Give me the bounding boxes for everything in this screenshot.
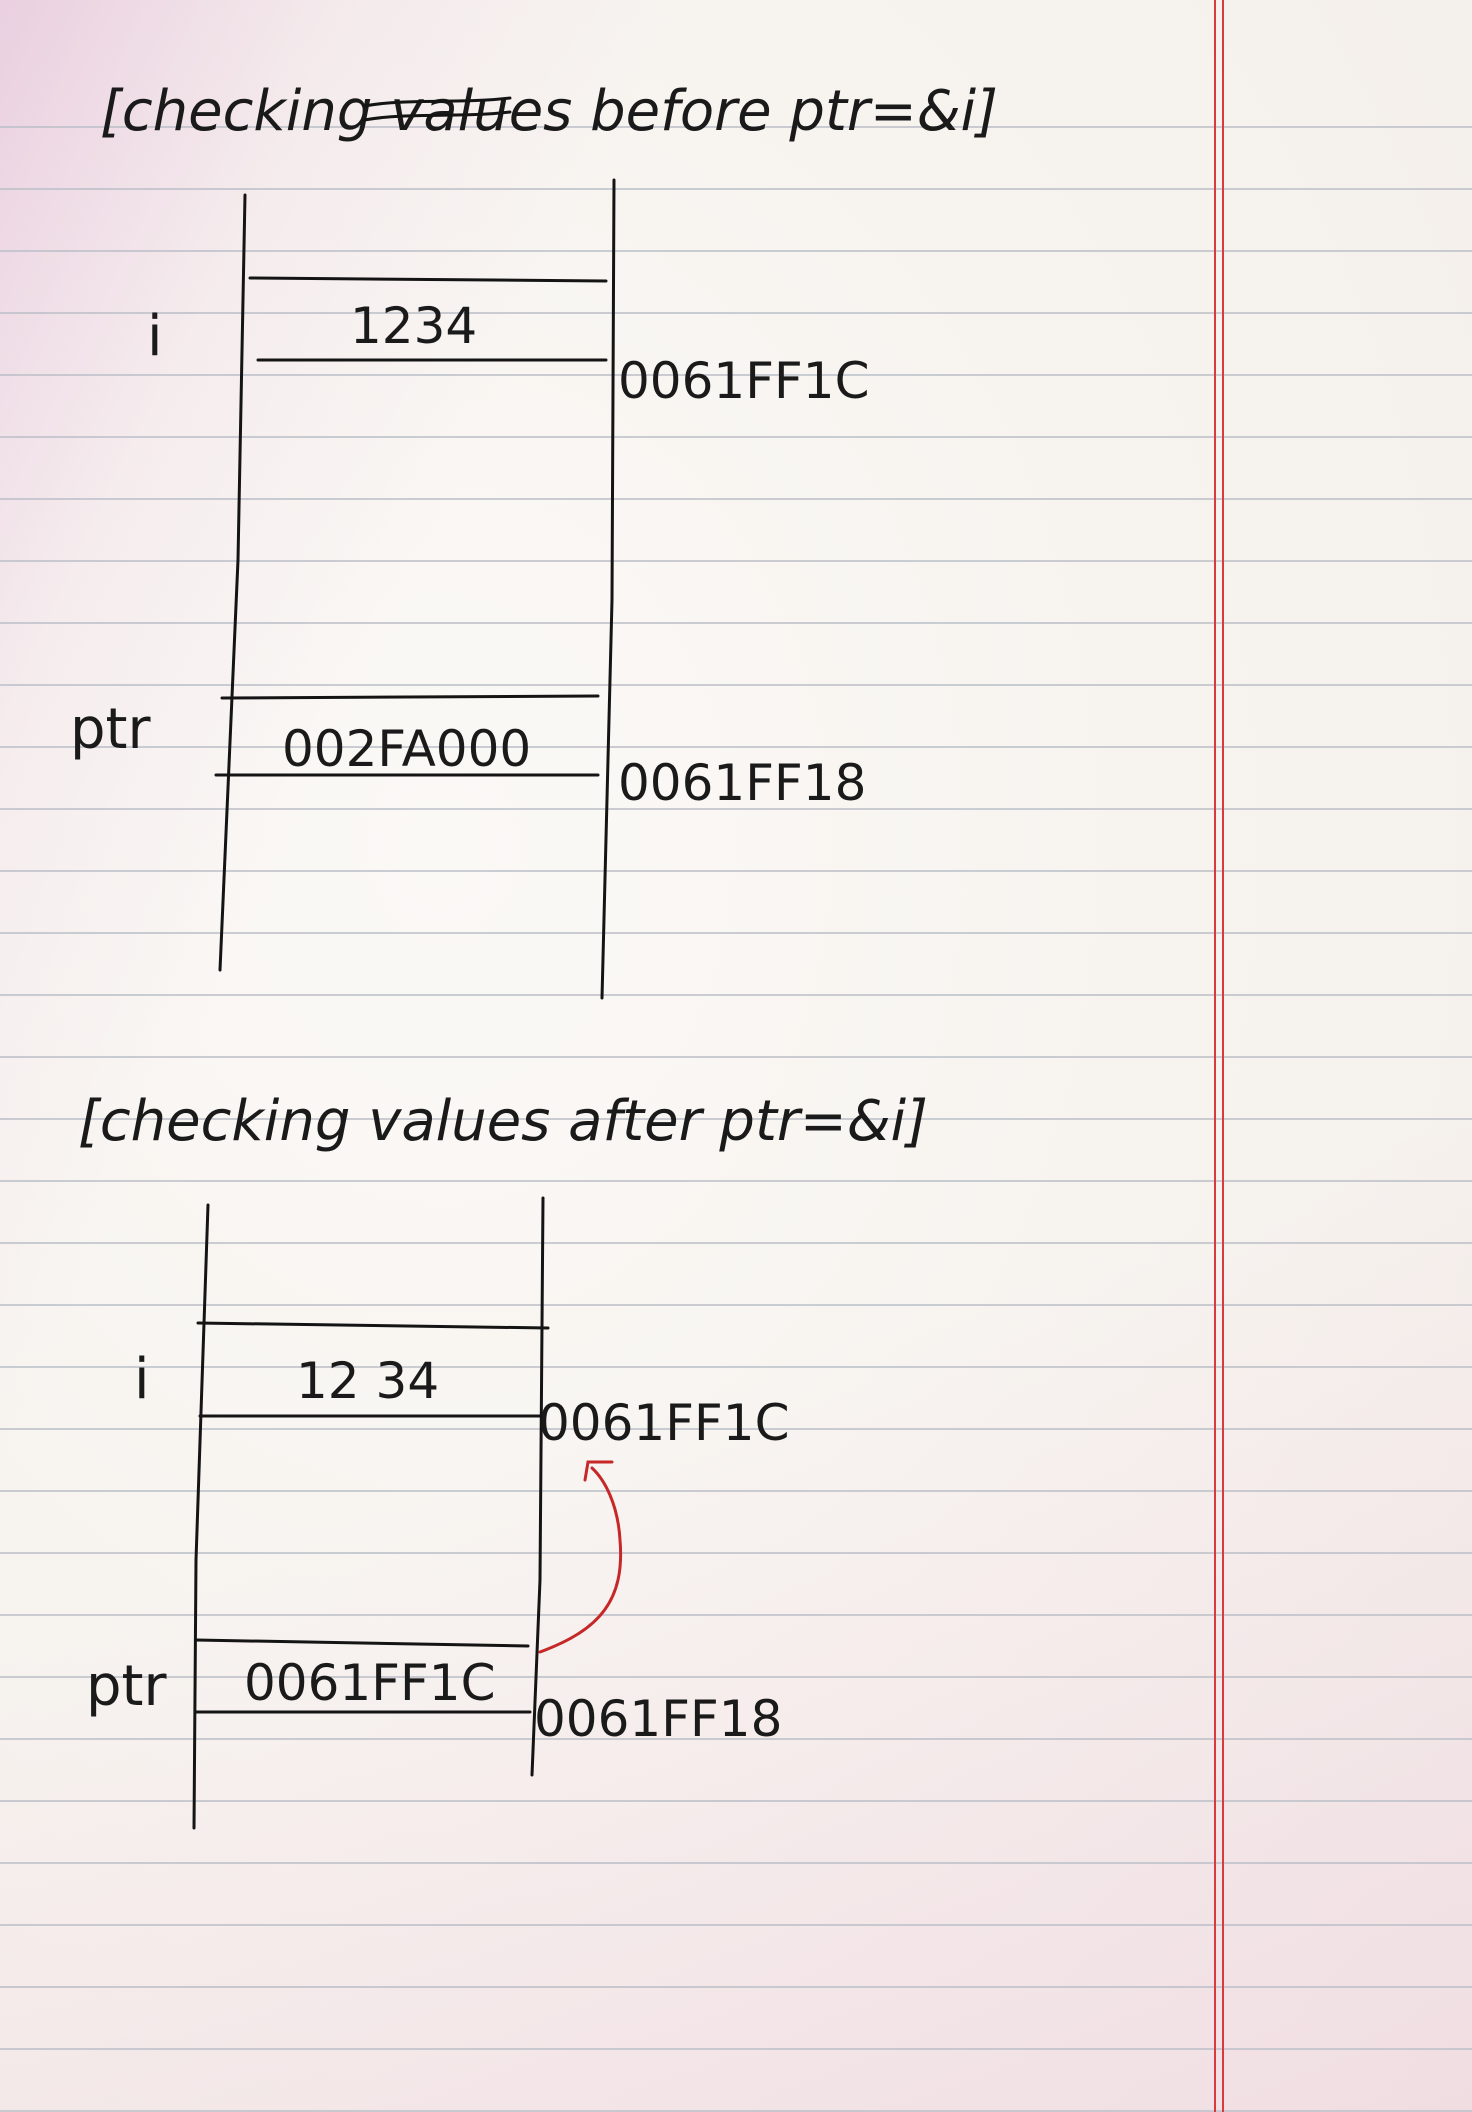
ruled-line [0,1428,1472,1430]
ruled-line [0,1924,1472,1926]
ruled-line [0,374,1472,376]
strikethrough-mark-2 [362,96,512,108]
ruled-line [0,1800,1472,1802]
ruled-line [0,932,1472,934]
after-i-cell-top [196,1321,550,1330]
pointer-arrow-head [583,1460,614,1482]
ruled-line [0,1366,1472,1368]
ruled-line [0,560,1472,562]
before-i-address: 0061FF1C [618,352,870,410]
ruled-line [0,1056,1472,1058]
ruled-line [0,498,1472,500]
ruled-line [0,622,1472,624]
before-i-cell-top [248,276,608,283]
before-column-right [600,178,616,1000]
before-ptr-cell-top [220,694,600,700]
ruled-line [0,1738,1472,1740]
ruled-line [0,126,1472,128]
after-i-label: i [134,1347,150,1412]
ruled-line [0,1180,1472,1182]
before-ptr-label: ptr [70,697,152,762]
after-column-right [530,1196,545,1777]
ruled-line [0,1676,1472,1678]
ruled-line [0,994,1472,996]
after-ptr-cell-top [194,1638,530,1648]
ruled-line [0,870,1472,872]
ruled-line [0,2110,1472,2112]
before-section: [checking values before ptr=&i] i 1234 0… [70,79,998,1000]
ruled-line [0,312,1472,314]
before-i-label: i [147,304,163,369]
after-title: [checking values after ptr=&i] [78,1089,928,1154]
ruled-line [0,1304,1472,1306]
after-ptr-value: 0061FF1C [244,1654,496,1712]
after-column-left [192,1203,210,1830]
ruled-line [0,250,1472,252]
ruled-line [0,188,1472,190]
before-ptr-address: 0061FF18 [618,754,866,812]
margin-line-left [1214,0,1216,2112]
after-ptr-address: 0061FF18 [534,1690,782,1748]
after-i-value: 12 34 [296,1352,439,1410]
ruled-line [0,1242,1472,1244]
pointer-arrow [538,1466,623,1654]
ruled-line [0,1986,1472,1988]
margin-line-right [1222,0,1224,2112]
ruled-line [0,808,1472,810]
after-i-address: 0061FF1C [538,1394,790,1452]
after-section: [checking values after ptr=&i] i 12 34 0… [78,1089,928,1830]
before-title: [checking values before ptr=&i] [100,79,998,144]
ruled-line [0,1862,1472,1864]
after-ptr-label: ptr [86,1654,168,1719]
before-column-left [218,193,247,972]
ruled-line [0,1490,1472,1492]
ruled-line [0,1118,1472,1120]
before-ptr-value: 002FA000 [282,720,531,778]
strikethrough-mark [362,110,512,122]
ruled-line [0,1614,1472,1616]
ruled-line [0,1552,1472,1554]
ruled-line [0,746,1472,748]
ruled-line [0,684,1472,686]
ruled-line [0,2048,1472,2050]
before-i-value: 1234 [350,297,477,355]
ruled-line [0,436,1472,438]
